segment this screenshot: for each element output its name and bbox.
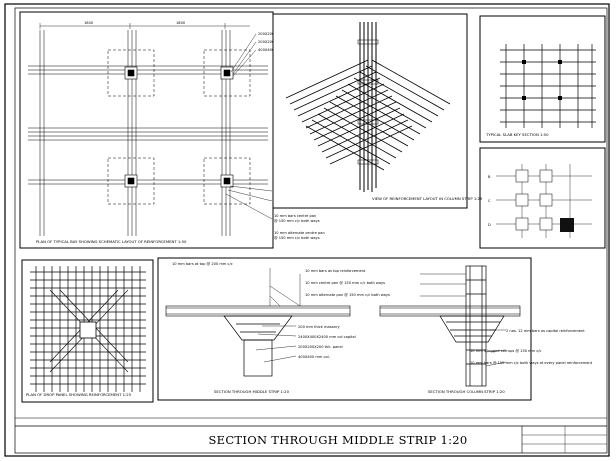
section-label-capital-reinf: 2 nos. 12 mm bars as capital reinforceme… xyxy=(506,329,585,333)
plan-note-5: 10 mm alternate centre pan xyxy=(274,231,325,235)
section-capital-left xyxy=(223,315,293,377)
sheet-title: SECTION THROUGH MIDDLE STRIP 1:20 xyxy=(208,433,467,447)
key-plan-cols xyxy=(522,60,562,100)
section-column-right xyxy=(439,265,505,387)
section-panel: 10 mm bars at top @ 200 mm c/c 10 mm bar… xyxy=(157,257,593,401)
section-caption-column: SECTION THROUGH COLUMN STRIP 1:20 xyxy=(428,389,505,394)
plan-note-3: 10 mm bars centre pan xyxy=(274,214,316,218)
plan-strip-lines xyxy=(28,30,268,236)
iso-panel: VIEW OF REINFORCEMENT LAYOUT IN COLUMN S… xyxy=(272,13,483,209)
key-plan-caption: TYPICAL SLAB KEY SECTION 1:50 xyxy=(485,132,549,137)
section-label-panel: 200X200X200 thk. panel xyxy=(298,345,343,349)
plan-drop-panels xyxy=(107,49,251,205)
section-label-column: 400X400 mm col. xyxy=(298,355,330,359)
plan-dim-2: 1800 xyxy=(176,21,186,25)
plan-note-4: @ 150 mm c/c both ways xyxy=(274,219,320,223)
grid-label-b: B xyxy=(488,175,491,179)
plan-caption: PLAN OF TYPICAL BAY SHOWING SCHEMATIC LA… xyxy=(36,239,187,244)
grid-label-d: D xyxy=(488,223,491,227)
section-label-stirrups: 10 mm 4 legged stirrups @ 150 mm c/c xyxy=(470,349,542,353)
plan-note-6: @ 150 mm c/c both ways xyxy=(274,236,320,240)
grid-plan-hatch xyxy=(560,218,574,232)
plan-columns xyxy=(124,66,234,188)
section-slab xyxy=(165,305,521,317)
grid-label-c: C xyxy=(488,199,491,203)
rebar-plan-panel: PLAN OF DROP PANEL SHOWING REINFORCEMENT… xyxy=(21,259,154,403)
plan-dim-line xyxy=(39,23,250,29)
section-leaders xyxy=(255,268,507,367)
key-plan-grid xyxy=(500,44,596,128)
iso-bars-a xyxy=(285,59,413,165)
section-label-capital: 2400X400X2400 mm col capital xyxy=(298,335,356,339)
iso-caption: VIEW OF REINFORCEMENT LAYOUT IN COLUMN S… xyxy=(372,196,483,201)
grid-plan-panel: B C D xyxy=(479,147,606,249)
sheet-border xyxy=(4,3,610,457)
plan-leaders xyxy=(225,33,273,220)
key-plan-panel: TYPICAL SLAB KEY SECTION 1:50 xyxy=(479,15,606,143)
iso-column-bars xyxy=(359,22,377,192)
plan-dim-1: 1800 xyxy=(84,21,94,25)
section-caption-middle: SECTION THROUGH MIDDLE STRIP 1:20 xyxy=(214,389,290,394)
section-label-centre-pan: 10 mm centre pan @ 150 mm c/c both ways xyxy=(305,281,385,285)
section-label-alt-pan: 10 mm alternate pan @ 150 mm c/c both wa… xyxy=(305,293,390,297)
section-label-top-bars: 10 mm bars at top @ 200 mm c/c xyxy=(172,262,233,266)
rebar-plan-caption: PLAN OF DROP PANEL SHOWING REINFORCEMENT… xyxy=(26,392,132,397)
grid-plan-columns xyxy=(515,169,553,231)
section-label-masonry: 200 mm thick masonry xyxy=(298,325,341,329)
section-label-panel-reinf: 10 mm bars @ 150 mm c/c both ways at eve… xyxy=(470,361,593,365)
title-block: SECTION THROUGH MIDDLE STRIP 1:20 xyxy=(208,426,607,453)
section-label-top-reinf: 10 mm bars as top reinforcement xyxy=(305,269,366,273)
iso-stirrups xyxy=(357,39,379,165)
rebar-plan-column xyxy=(79,321,97,339)
